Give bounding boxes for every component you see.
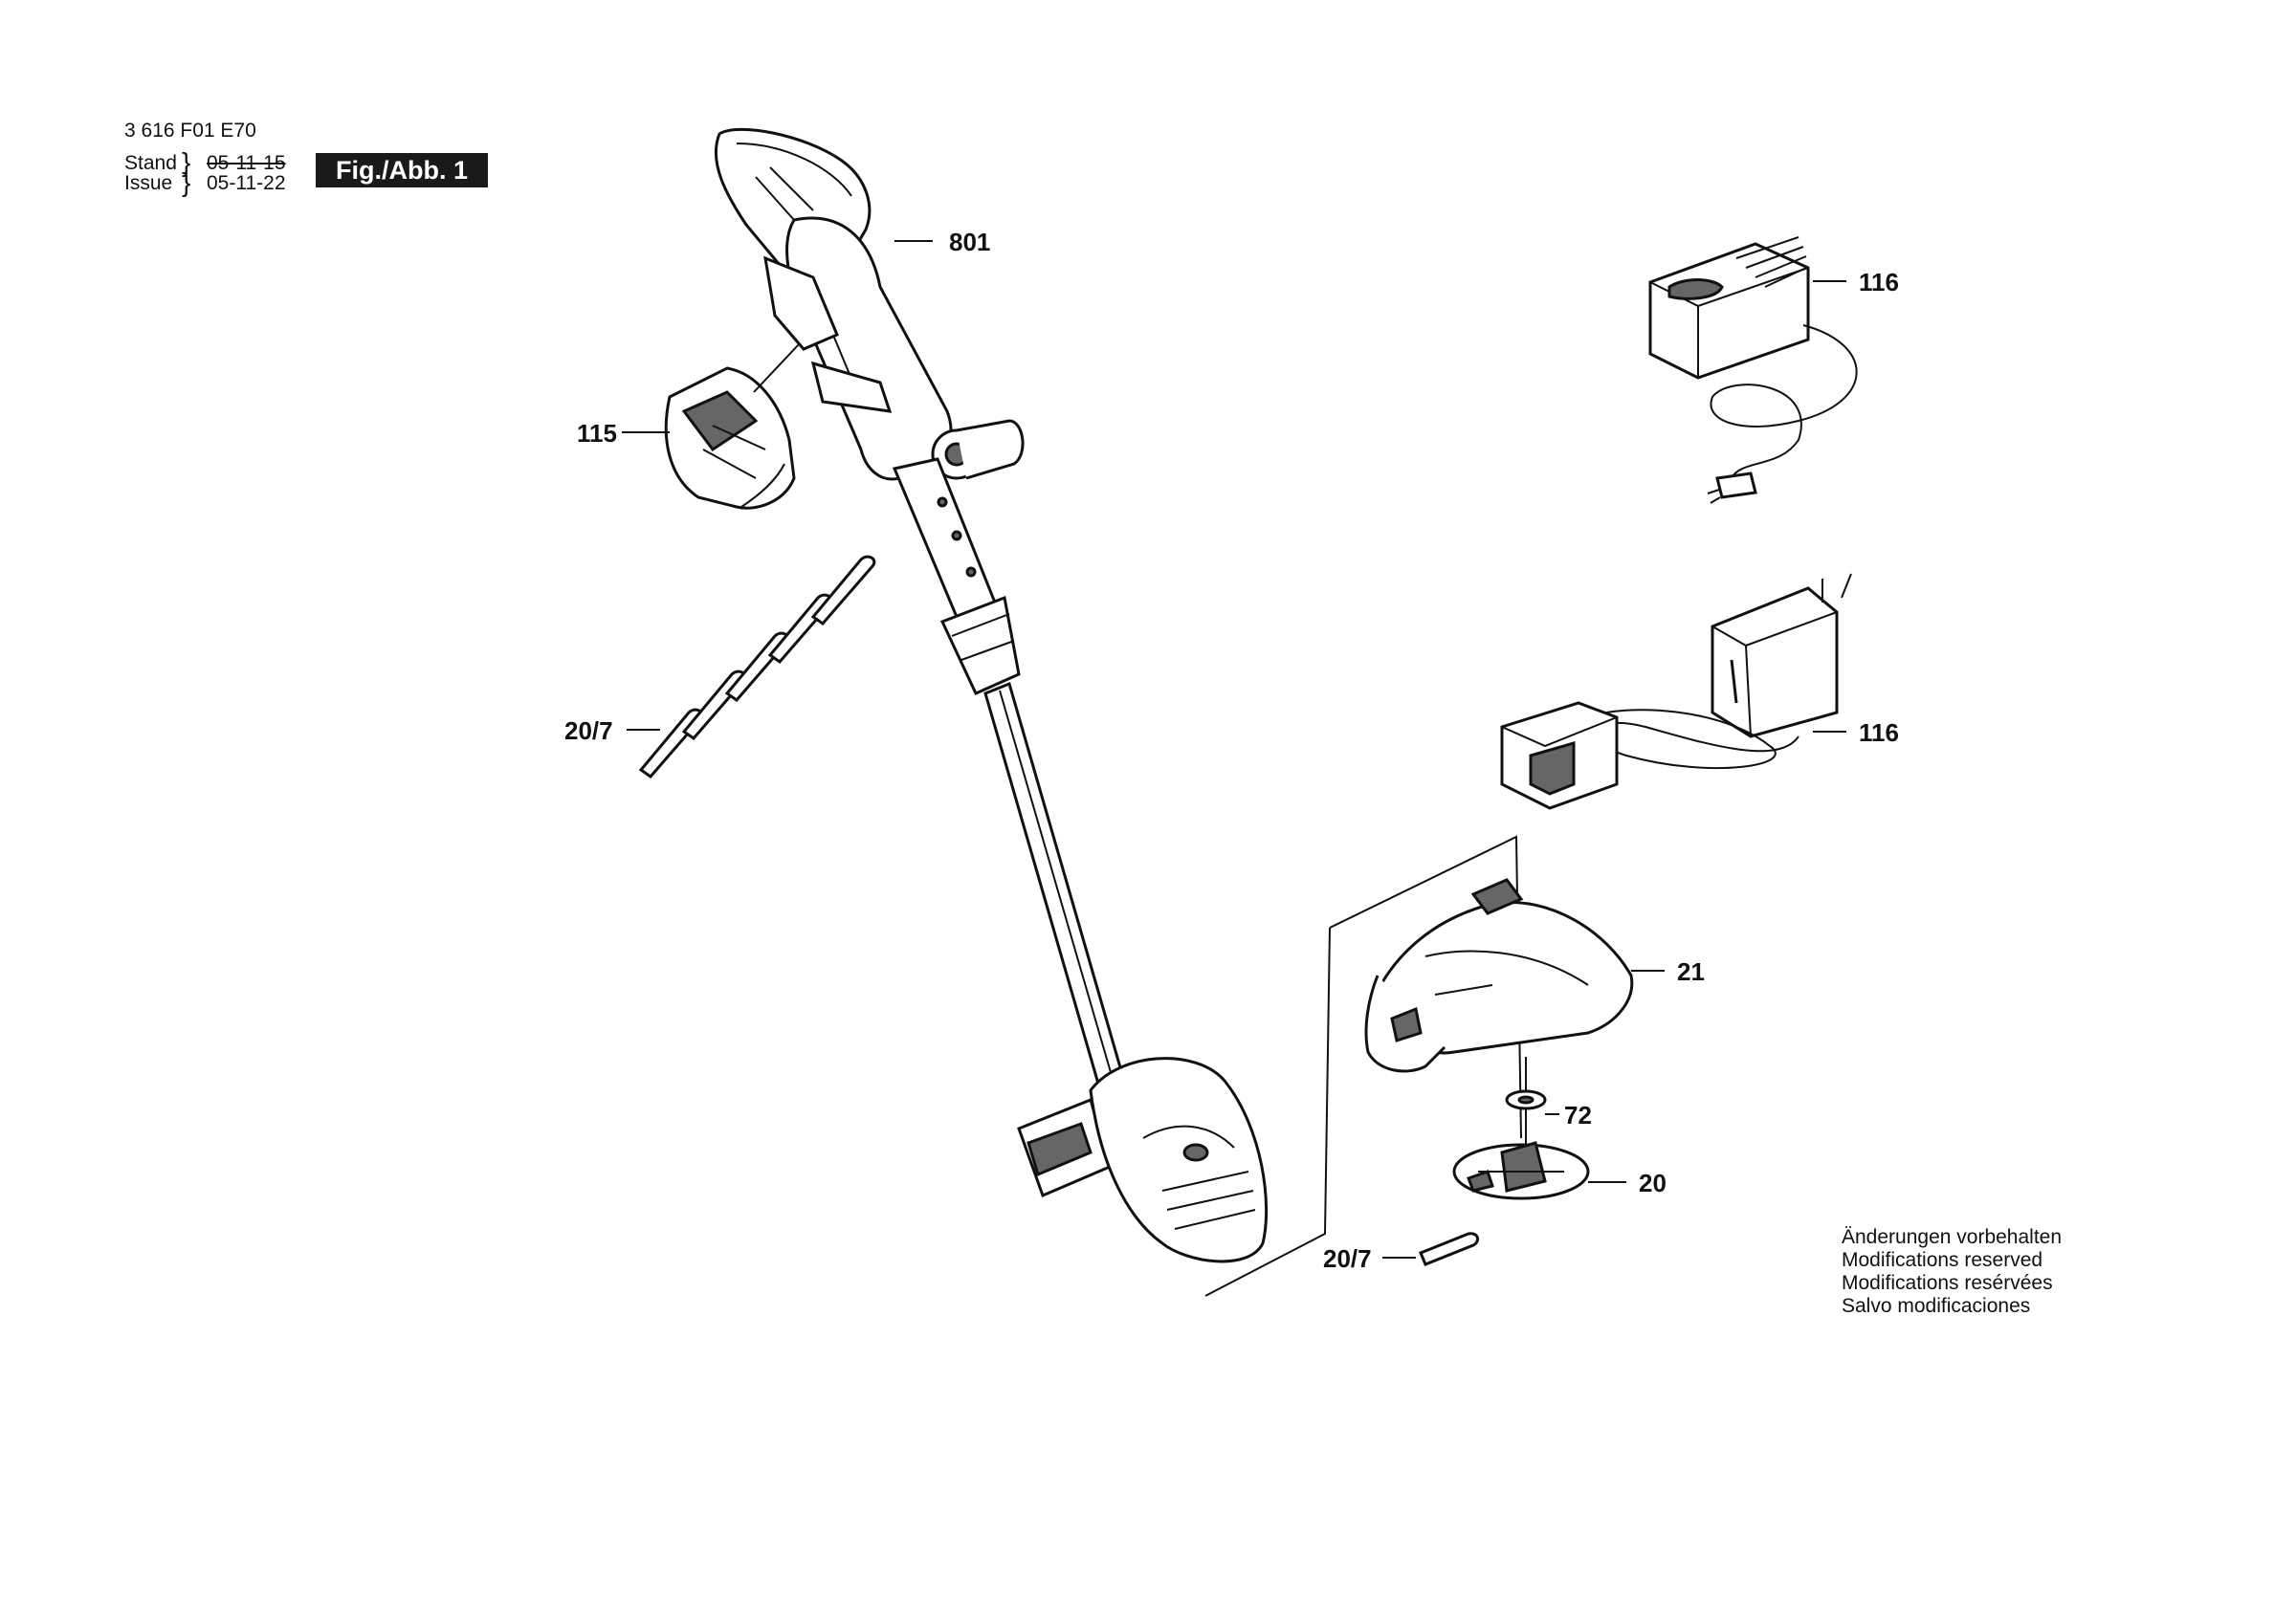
- cutting-blades-illustration: [638, 555, 876, 779]
- issue-date: 05-11-22: [207, 172, 286, 194]
- callout-20: 20: [1639, 1169, 1667, 1197]
- leader-line: [753, 343, 800, 393]
- battery-pack-illustration: [664, 366, 796, 510]
- brace-icon: }: [182, 167, 191, 197]
- charger-station-illustration: [1648, 236, 1858, 504]
- stand-label: Stand: [124, 152, 177, 174]
- part-number: 3 616 F01 E70: [124, 120, 256, 142]
- washer-illustration: [1505, 1089, 1547, 1110]
- callout-21: 21: [1677, 957, 1705, 986]
- stand-date: 05-11-15: [207, 152, 286, 174]
- callout-116-charger: 116: [1859, 268, 1899, 296]
- callout-115: 115: [577, 419, 617, 448]
- plug-charger-illustration: [1500, 573, 1852, 810]
- callout-72: 72: [1564, 1101, 1592, 1130]
- issue-label: Issue: [124, 172, 173, 194]
- single-blade-illustration: [1419, 1232, 1480, 1266]
- notice-line-fr: Modifications resérvées: [1842, 1272, 2053, 1294]
- callout-20-7-upper: 20/7: [564, 716, 613, 745]
- notice-line-es: Salvo modificaciones: [1842, 1295, 2031, 1317]
- notice-line-de: Änderungen vorbehalten: [1842, 1226, 2063, 1248]
- callout-20-7-lower: 20/7: [1323, 1244, 1372, 1273]
- guard-illustration: [1364, 878, 1634, 1073]
- explode-frame-line: [1204, 927, 1331, 1297]
- spool-illustration: [1452, 1141, 1590, 1200]
- callout-801: 801: [949, 228, 990, 256]
- figure-badge: Fig./Abb. 1: [316, 153, 488, 187]
- trimmer-body-illustration: [714, 127, 1269, 1263]
- brace-icon: }: [182, 147, 191, 177]
- notice-line-en: Modifications reserved: [1842, 1249, 2043, 1271]
- callout-116-plug: 116: [1859, 718, 1899, 747]
